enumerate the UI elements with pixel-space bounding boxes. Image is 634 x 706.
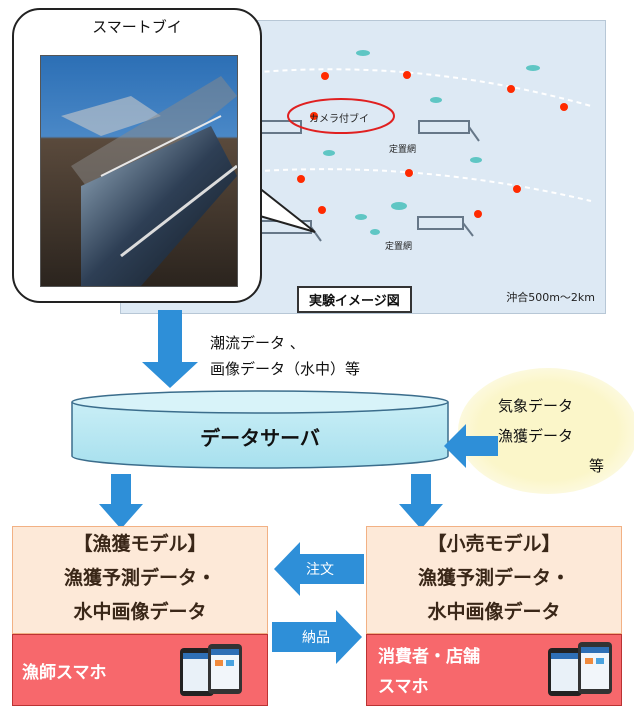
fixed-net-label: 定置網 — [385, 242, 413, 252]
buoy-photo — [40, 55, 238, 287]
retail-model-box: 【小売モデル】 漁獲予測データ・ 水中画像データ — [366, 526, 622, 634]
consumer-label-line-2: スマホ — [378, 677, 429, 697]
upload-line-2: 画像データ（水中）等 — [210, 360, 361, 378]
upload-data-label: 潮流データ 、 画像データ（水中）等 — [210, 330, 360, 382]
consumer-label-line-1: 消費者・店舗 — [378, 647, 480, 667]
bubble-tail-cover — [247, 176, 253, 216]
fixed-net-label: 定置網 — [389, 145, 417, 155]
retail-model-line-1: 漁獲予測データ・ — [417, 567, 570, 589]
fishing-model-box: 【漁獲モデル】 漁獲予測データ・ 水中画像データ — [12, 526, 268, 634]
order-label: 注文 — [306, 562, 334, 578]
data-server — [71, 390, 449, 469]
fish-icons — [323, 50, 540, 235]
weather-data-label: 気象データ — [498, 397, 574, 415]
smartphone-icon — [180, 644, 242, 696]
experiment-legend: 実験イメージ図 — [297, 286, 412, 313]
fishing-model-line-1: 漁獲予測データ・ — [63, 567, 216, 589]
smartphone-icon — [548, 642, 612, 696]
consumer-smartphone-label: 消費者・店舗 スマホ — [378, 642, 480, 702]
catch-data-label: 漁獲データ — [498, 427, 574, 445]
buoy-markers — [297, 71, 568, 218]
callout-title: スマートブイ — [92, 18, 182, 36]
fisher-smartphone-label: 漁師スマホ — [22, 663, 107, 683]
delivery-arrow — [272, 610, 362, 664]
down-arrow-fishing — [99, 474, 143, 529]
fishing-model-title: 【漁獲モデル】 — [73, 533, 207, 555]
upload-line-1: 潮流データ 、 — [210, 334, 305, 352]
etc-label: 等 — [589, 457, 605, 475]
retail-model-title: 【小売モデル】 — [427, 533, 561, 555]
delivery-label: 納品 — [302, 630, 330, 646]
order-arrow — [274, 542, 364, 596]
down-arrow-retail — [399, 474, 443, 529]
upload-arrow — [142, 310, 198, 388]
external-data: 気象データ 漁獲データ 等 — [458, 368, 634, 494]
fishing-model-line-2: 水中画像データ — [73, 601, 207, 623]
data-server-label: データサーバ — [200, 426, 320, 450]
external-input-arrow — [444, 424, 498, 468]
offshore-range: 沖合500m～2km — [506, 291, 595, 304]
camera-buoy-label: カメラ付ブイ — [309, 114, 369, 125]
retail-model-line-2: 水中画像データ — [427, 601, 561, 623]
